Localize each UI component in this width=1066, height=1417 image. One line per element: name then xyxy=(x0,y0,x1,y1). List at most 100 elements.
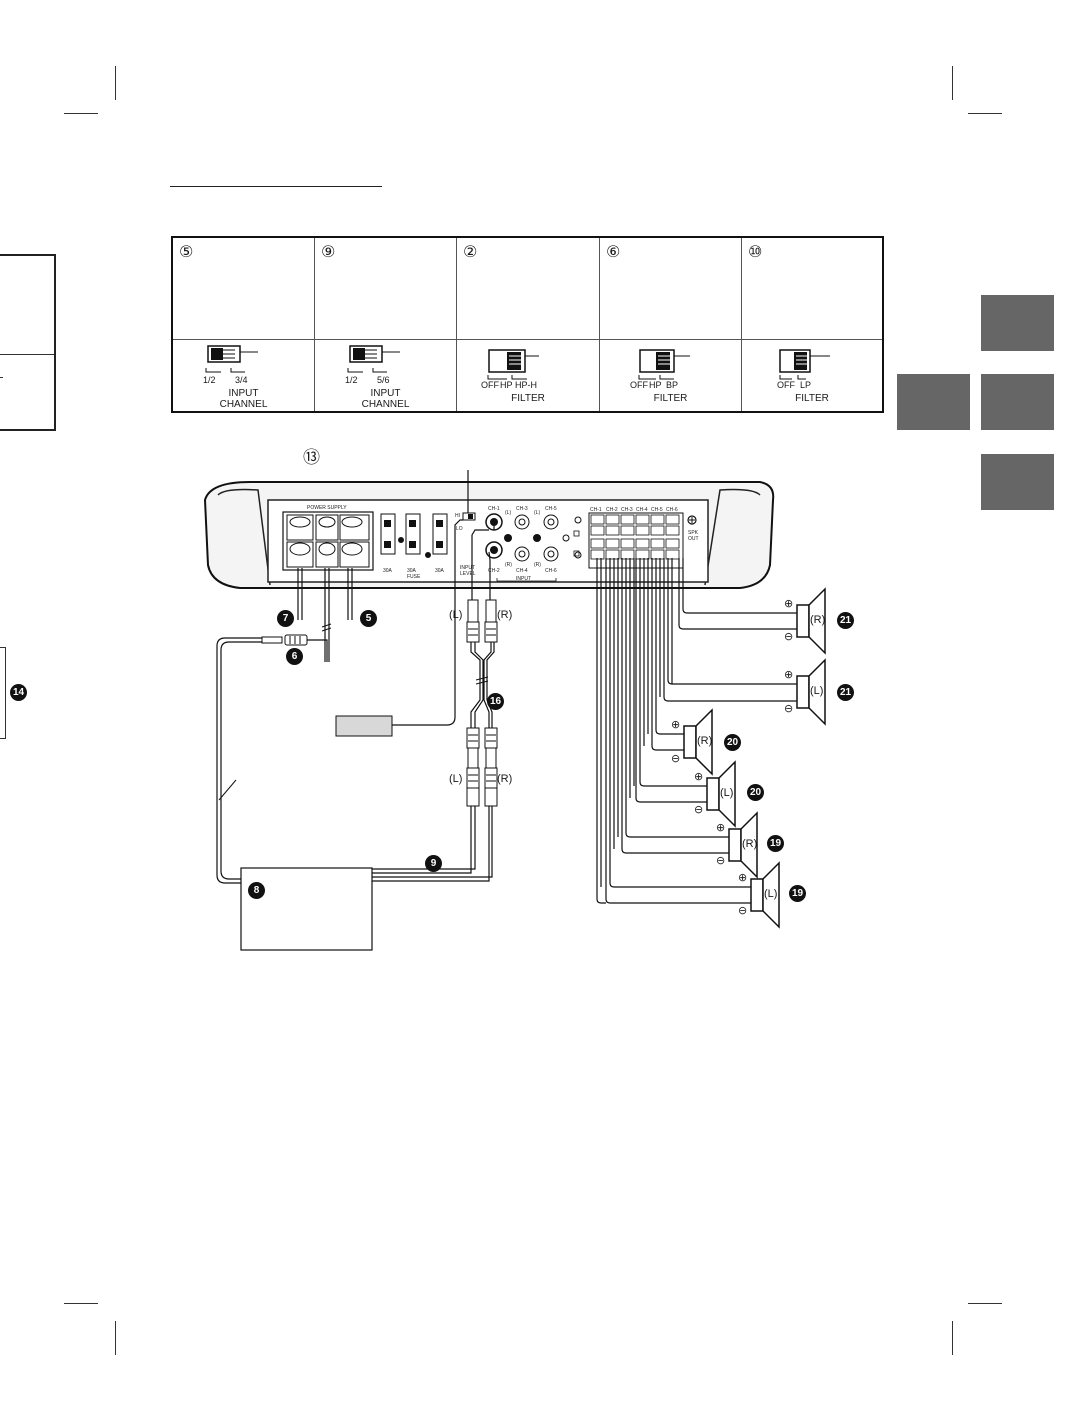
crop-mark xyxy=(968,1303,1002,1304)
rca-lr-label: (R) xyxy=(505,562,512,568)
speaker-side-label: (L) xyxy=(764,888,778,900)
switch-label: INPUT CHANNEL xyxy=(219,388,268,410)
callout-19: 19 xyxy=(767,835,784,852)
rca-left-label: (L) xyxy=(449,609,463,621)
side-tab xyxy=(981,295,1054,351)
fuse-label: 30A xyxy=(383,568,392,574)
switch-label: INPUT CHANNEL xyxy=(361,388,410,410)
fuse-label: 30A FUSE xyxy=(407,568,421,580)
switch-option: HP-H xyxy=(515,380,537,390)
side-tab xyxy=(981,374,1054,430)
level-switch-lo: LO xyxy=(456,526,463,532)
plus-icon: ⊕ xyxy=(738,872,748,884)
rca-lr-label: (L) xyxy=(534,510,541,516)
switch-label: FILTER xyxy=(511,393,545,404)
minus-icon: ⊖ xyxy=(784,703,794,715)
switch-option: OFF xyxy=(630,380,648,390)
spk-channel-label: CH-2 xyxy=(606,507,618,513)
callout-14: 14 xyxy=(10,684,27,701)
switch-option: LP xyxy=(800,380,812,390)
plus-icon: ⊕ xyxy=(784,598,794,610)
callout-16: 16 xyxy=(487,693,504,710)
side-tab xyxy=(897,374,970,430)
speaker-side-label: (L) xyxy=(810,685,824,697)
spk-channel-label: CH-3 xyxy=(621,507,633,513)
fuse-label: 30A xyxy=(435,568,444,574)
cell-number: ⑤ xyxy=(179,244,194,261)
switch-option: BP xyxy=(666,380,679,390)
plus-icon: ⊕ xyxy=(671,719,681,731)
switch-option: OFF xyxy=(481,380,499,390)
callout-19: 19 xyxy=(789,885,806,902)
minus-icon: ⊖ xyxy=(716,855,726,867)
callout-21: 21 xyxy=(837,684,854,701)
rca-lr-label: (R) xyxy=(534,562,541,568)
speaker-side-label: (L) xyxy=(720,787,734,799)
callout-13: ⑬ xyxy=(303,448,320,467)
crop-mark xyxy=(952,66,953,100)
switch-option: 3/4 xyxy=(235,375,248,385)
rca-left-label: (L) xyxy=(449,773,463,785)
spk-channel-label: CH-5 xyxy=(651,507,663,513)
table-cell-filter-hp: ② OFF HP HP-H FILTER xyxy=(457,238,600,411)
minus-icon: ⊖ xyxy=(784,631,794,643)
level-switch-hi: HI xyxy=(455,513,460,519)
side-tab xyxy=(981,454,1054,510)
switch-settings-table: ⑤ 1/2 3/4 INPUT CHANNEL ⑨ xyxy=(171,236,884,413)
rca-lr-label: (L) xyxy=(505,510,512,516)
title-underline xyxy=(170,186,382,187)
spk-out-label: SPK OUT xyxy=(688,530,699,542)
plus-icon: ⊕ xyxy=(784,669,794,681)
speaker-side-label: (R) xyxy=(742,838,758,850)
cell-number: ⑥ xyxy=(606,244,621,261)
slide-switch-icon xyxy=(779,349,830,380)
callout-9: 9 xyxy=(425,855,442,872)
left-bracket-divider xyxy=(0,354,54,355)
switch-option: HP xyxy=(500,380,513,390)
rca-channel-label: CH-6 xyxy=(545,568,557,574)
left-edge-bracket xyxy=(0,254,56,431)
switch-option: 5/6 xyxy=(377,375,390,385)
head-unit-box xyxy=(240,867,373,951)
crop-mark xyxy=(64,1303,98,1304)
switch-label: FILTER xyxy=(795,393,829,404)
input-level-label: INPUT LEVEL xyxy=(460,565,476,577)
slide-switch-icon xyxy=(638,349,690,380)
crop-mark xyxy=(115,66,116,100)
switch-option: OFF xyxy=(777,380,795,390)
crop-mark xyxy=(952,1321,953,1355)
table-cell-input-channel-1: ⑤ 1/2 3/4 INPUT CHANNEL xyxy=(173,238,315,411)
power-supply-label: POWER SUPPLY xyxy=(307,505,347,511)
plus-icon: ⊕ xyxy=(694,771,704,783)
minus-icon: ⊖ xyxy=(738,905,748,917)
switch-label: FILTER xyxy=(653,393,688,404)
rca-channel-label: CH-3 xyxy=(516,506,528,512)
switch-option: HP xyxy=(649,380,662,390)
cell-number: ⑩ xyxy=(748,244,763,261)
minus-icon: ⊖ xyxy=(694,804,704,816)
crop-mark xyxy=(64,113,98,114)
table-cell-input-channel-2: ⑨ 1/2 5/6 INPUT CHANNEL xyxy=(315,238,457,411)
cell-number: ② xyxy=(463,244,478,261)
rca-channel-label: CH-2 xyxy=(488,568,500,574)
slide-switch-icon xyxy=(487,349,539,380)
rca-channel-label: CH-5 xyxy=(545,506,557,512)
spk-channel-label: CH-6 xyxy=(666,507,678,513)
speaker-side-label: (R) xyxy=(810,614,826,626)
callout-8: 8 xyxy=(248,882,265,899)
callout-20: 20 xyxy=(724,734,741,751)
rca-right-label: (R) xyxy=(497,773,513,785)
callout-6: 6 xyxy=(286,648,303,665)
rca-channel-label: CH-4 xyxy=(516,568,528,574)
slide-switch-icon xyxy=(347,345,400,373)
crop-mark xyxy=(115,1321,116,1355)
left-bracket-tick xyxy=(0,377,3,378)
cell-number: ⑨ xyxy=(321,244,336,261)
table-cell-filter-lp: ⑩ OFF LP FILTER xyxy=(742,238,882,411)
slide-switch-icon xyxy=(205,345,258,373)
table-cell-filter-bp: ⑥ OFF HP BP FILTER xyxy=(600,238,742,411)
callout-20: 20 xyxy=(747,784,764,801)
switch-option: 1/2 xyxy=(345,375,358,385)
rca-channel-label: CH-1 xyxy=(488,506,500,512)
